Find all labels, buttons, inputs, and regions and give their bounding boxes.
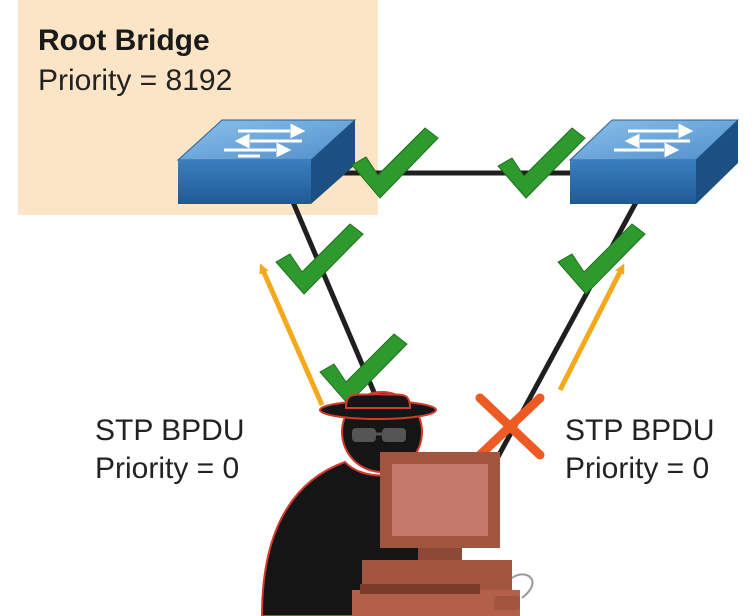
right-bpdu-title: STP BPDU [565,414,715,447]
check-icon [275,223,364,295]
switch-2-icon [568,119,740,204]
bpdu-arrow-left-icon [259,263,325,407]
bpdu-arrow-right-icon [557,263,625,392]
blocked-x-icon [475,393,545,460]
root-bridge-title: Root Bridge [38,24,210,57]
check-marks [275,127,646,405]
computer-icon [352,452,534,616]
left-bpdu-priority: Priority = 0 [95,452,239,485]
right-bpdu-priority: Priority = 0 [565,452,709,485]
check-icon [497,127,586,199]
check-icon [351,127,439,199]
root-bridge-priority: Priority = 8192 [38,64,232,97]
left-bpdu-title: STP BPDU [95,414,245,447]
check-icon [557,223,646,295]
root-bridge-switch-icon [176,119,357,204]
